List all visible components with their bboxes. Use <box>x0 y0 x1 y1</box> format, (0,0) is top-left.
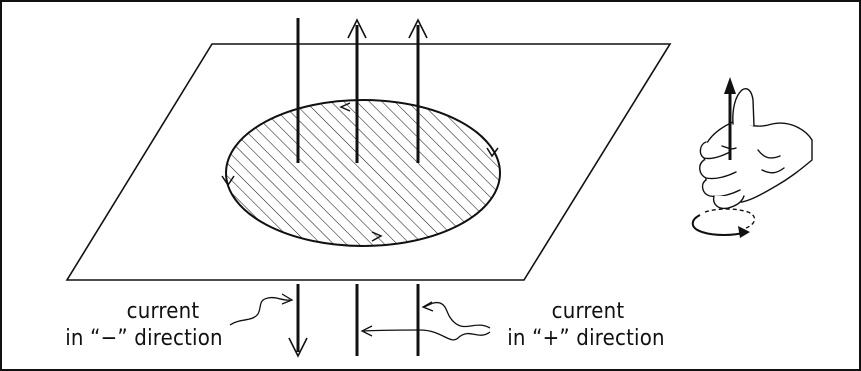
current-line-3-up-arrow <box>408 18 428 39</box>
boundary-arrow-bottom <box>371 231 383 242</box>
left-pointer-arrowhead <box>281 293 294 305</box>
boundary-arrow-left <box>221 175 235 187</box>
boundary-arrow-top <box>339 102 351 112</box>
current-line-1-down-arrow <box>288 337 308 358</box>
right-hand-thumb-up-icon <box>699 88 813 210</box>
left-label-line1: current <box>126 299 200 324</box>
right-pointer-curve-upper <box>423 301 491 329</box>
thumb-direction-arrowhead <box>724 77 736 94</box>
right-label-line2: in “+” direction <box>507 326 665 351</box>
boundary-arrow-right <box>486 147 499 158</box>
right-pointer-curve-lower <box>363 329 491 341</box>
right-pointer-arrowhead-upper <box>421 301 434 312</box>
right-label-line1: current <box>551 299 625 324</box>
current-line-2-up-arrow <box>347 18 367 39</box>
hatched-surface-disk <box>225 99 501 247</box>
curved-rotation-arrow-icon <box>691 208 756 238</box>
left-label-line2: in “−” direction <box>65 326 223 351</box>
right-pointer-arrowhead-lower <box>360 325 373 337</box>
left-pointer-curve <box>229 296 291 326</box>
